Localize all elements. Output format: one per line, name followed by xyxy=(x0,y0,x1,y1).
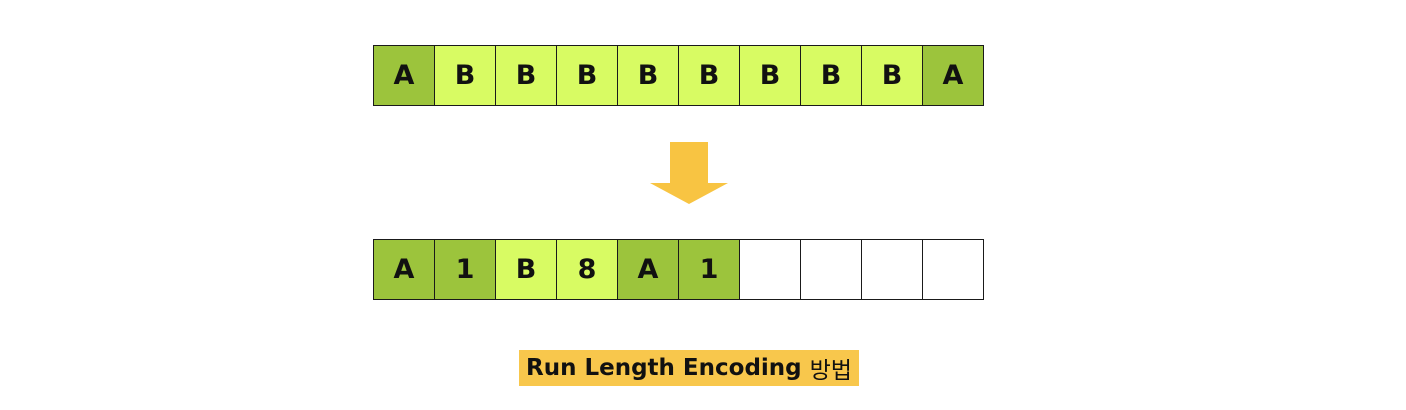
input-cell: B xyxy=(618,46,679,105)
down-arrow-icon xyxy=(650,142,728,204)
input-cell: A xyxy=(374,46,435,105)
input-cell: B xyxy=(679,46,740,105)
input-cell: B xyxy=(496,46,557,105)
empty-cell xyxy=(740,240,801,299)
encoded-cell: 1 xyxy=(679,240,740,299)
encoded-cell: 1 xyxy=(435,240,496,299)
encoded-cell: B xyxy=(496,240,557,299)
empty-cell xyxy=(862,240,923,299)
encoded-cell: A xyxy=(618,240,679,299)
caption-main: Run Length Encoding xyxy=(526,355,802,381)
input-sequence-row: A B B B B B B B B A xyxy=(373,45,984,106)
encoded-sequence-row: A 1 B 8 A 1 xyxy=(373,239,984,300)
encoded-cell: A xyxy=(374,240,435,299)
input-cell: A xyxy=(923,46,984,105)
empty-cell xyxy=(801,240,862,299)
input-cell: B xyxy=(801,46,862,105)
encoded-cell: 8 xyxy=(557,240,618,299)
caption-suffix: 방법 xyxy=(809,358,852,384)
input-cell: B xyxy=(557,46,618,105)
input-cell: B xyxy=(740,46,801,105)
empty-cell xyxy=(923,240,984,299)
diagram-caption: Run Length Encoding 방법 xyxy=(519,350,859,386)
input-cell: B xyxy=(862,46,923,105)
input-cell: B xyxy=(435,46,496,105)
